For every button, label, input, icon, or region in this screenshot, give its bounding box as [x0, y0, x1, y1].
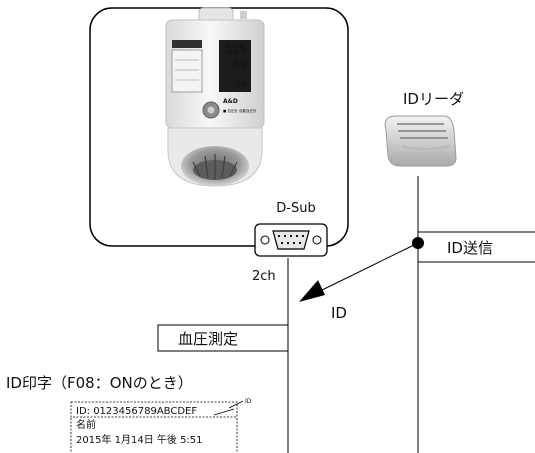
- measure-label: 血圧測定: [178, 330, 238, 348]
- printout-title: ID印字（F08：ONのとき）: [6, 374, 193, 392]
- id-reader-icon: [385, 116, 456, 166]
- id-arrow-label: ID: [331, 304, 347, 322]
- pulse-display: 69: [236, 80, 248, 90]
- id-arrow-head: [299, 280, 325, 302]
- id-callout-label: ID: [245, 398, 252, 405]
- print-line-date: 2015年 1月14日 午後 5:51: [76, 433, 203, 446]
- dsub-connector-icon: [255, 224, 327, 256]
- channel-label: 2ch: [252, 269, 276, 284]
- print-line-name: 名前: [76, 418, 96, 431]
- device-footer-text: ■ 血圧計 自動血圧計: [223, 108, 257, 113]
- id-send-label: ID送信: [447, 239, 493, 257]
- brand-logo: A&D: [223, 98, 238, 105]
- systolic-display: 125: [226, 43, 247, 56]
- print-line-id: ID: 0123456789ABCDEF: [76, 406, 197, 417]
- blood-pressure-monitor: 125 08 69 A&D ■ 血圧計 自動血圧計: [166, 8, 264, 186]
- dsub-label: D-Sub: [276, 201, 315, 216]
- id-reader-label: IDリーダ: [403, 90, 464, 108]
- diastolic-display: 08: [233, 60, 247, 73]
